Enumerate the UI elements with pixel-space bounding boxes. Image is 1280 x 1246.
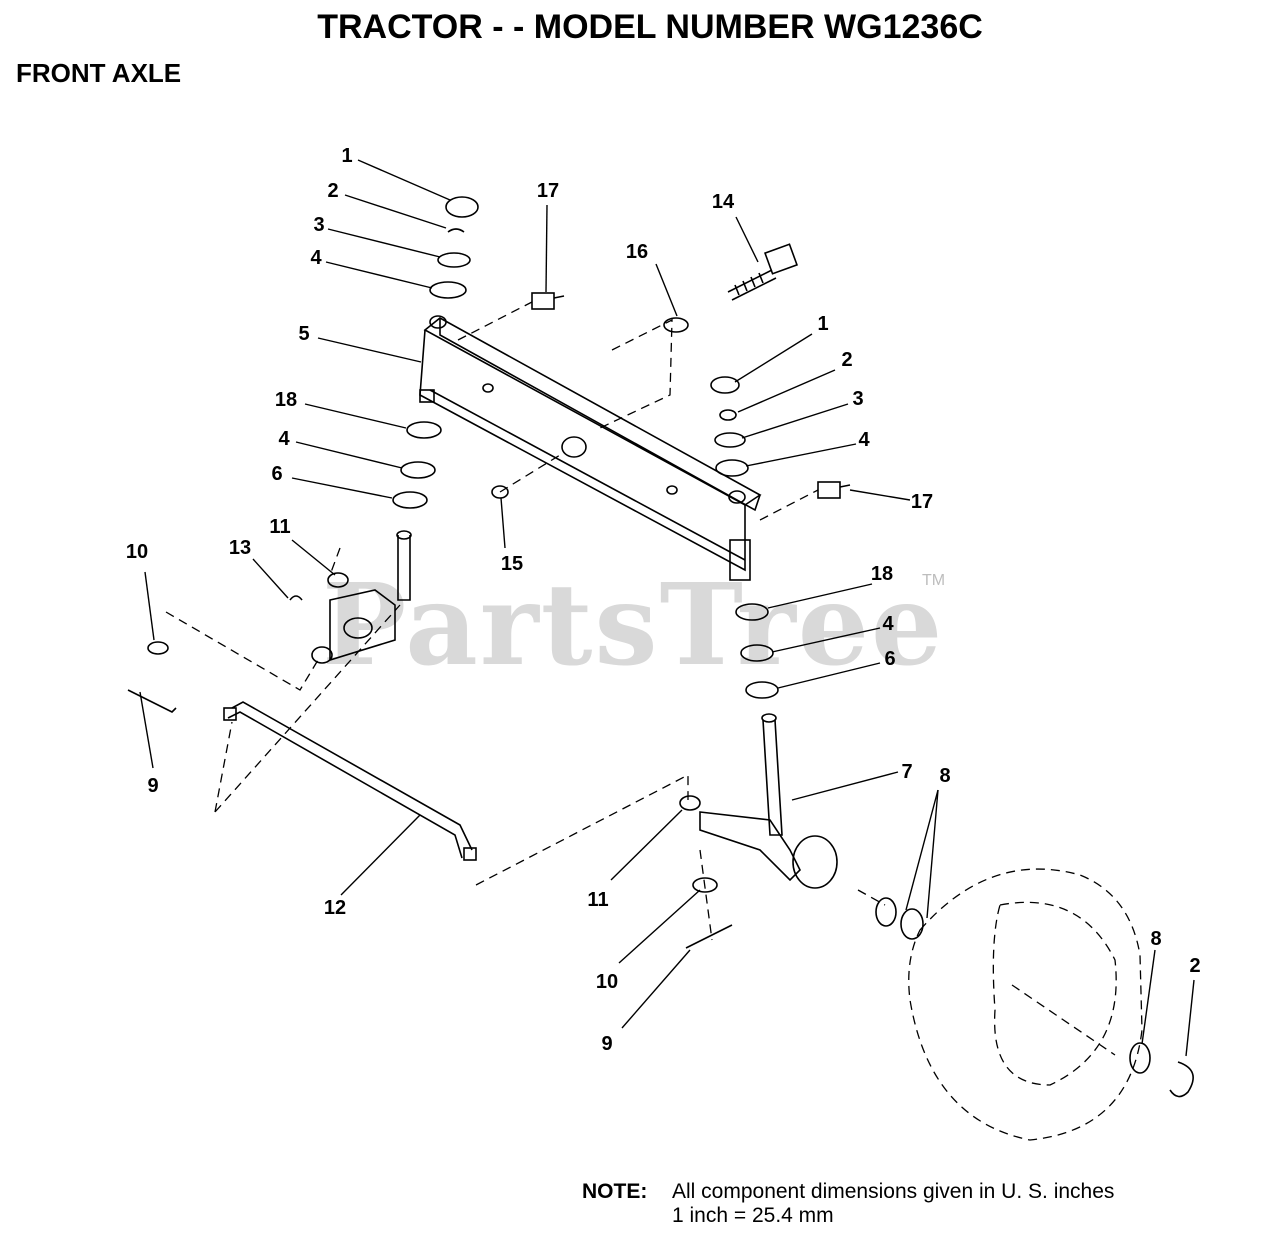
page-title: TRACTOR - - MODEL NUMBER WG1236C (317, 8, 983, 46)
callout-7: 7 (901, 761, 912, 783)
left-upper-stack (429, 196, 479, 299)
bolt-14 (727, 243, 799, 301)
callout-16: 16 (626, 241, 648, 263)
callout-5: 5 (298, 323, 309, 345)
callout-4-b: 4 (278, 428, 290, 450)
callout-14: 14 (712, 191, 735, 213)
callout-1-a: 1 (341, 145, 352, 167)
callout-9-b: 9 (601, 1033, 612, 1055)
callout-3-a: 3 (313, 214, 324, 236)
callout-18-a: 18 (275, 389, 297, 411)
callout-8-b: 8 (1150, 928, 1161, 950)
left-lower-stack (392, 421, 442, 509)
callout-17-a: 17 (537, 180, 559, 202)
callout-11-a: 11 (269, 516, 290, 538)
watermark: PartsTree (322, 560, 945, 691)
callout-17-b: 17 (911, 491, 933, 513)
callout-10-b: 10 (596, 971, 618, 993)
grease-fitting-left (531, 292, 565, 310)
callout-1-b: 1 (817, 313, 828, 335)
callout-15: 15 (501, 553, 523, 575)
note-line2: 1 inch = 25.4 mm (672, 1204, 834, 1227)
section-title: FRONT AXLE (16, 58, 182, 88)
grease-fitting-right (817, 481, 851, 499)
callout-3-b: 3 (852, 388, 863, 410)
callout-4-a: 4 (310, 247, 322, 269)
tie-rod (223, 701, 477, 861)
callout-18-b: 18 (871, 563, 893, 585)
callout-10-a: 10 (126, 541, 148, 563)
callout-4-d: 4 (882, 613, 894, 635)
callout-6-a: 6 (271, 463, 282, 485)
right-lower-stack (735, 603, 779, 699)
callout-6-b: 6 (884, 648, 895, 670)
callout-9-a: 9 (147, 775, 158, 797)
callout-2-c: 2 (1189, 955, 1200, 977)
callout-11-b: 11 (587, 889, 608, 911)
left-spindle (289, 530, 412, 664)
callout-2-a: 2 (327, 180, 338, 202)
axle-beam (419, 315, 762, 581)
right-spindle (679, 713, 838, 889)
callout-13: 13 (229, 537, 251, 559)
note: NOTE: All component dimensions given in U… (582, 1180, 1114, 1228)
callout-12: 12 (324, 897, 346, 919)
watermark-trademark: TM (922, 572, 946, 589)
callout-8-a: 8 (939, 765, 950, 787)
callout-2-b: 2 (841, 349, 852, 371)
note-label: NOTE: (582, 1180, 648, 1203)
note-line1: All component dimensions given in U. S. … (672, 1180, 1115, 1203)
right-upper-stack (710, 376, 749, 477)
callout-4-c: 4 (858, 429, 870, 451)
